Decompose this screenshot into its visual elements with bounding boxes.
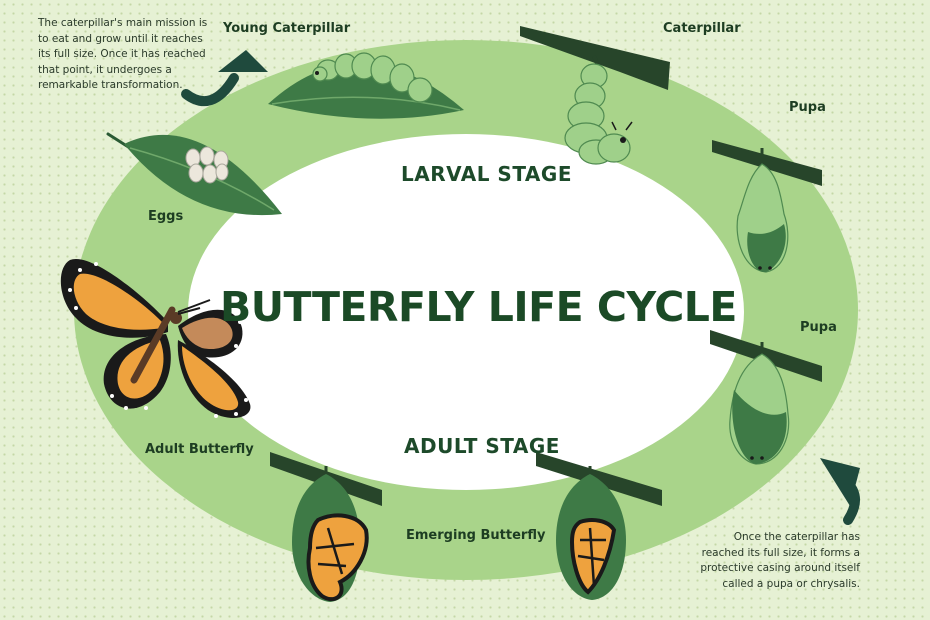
note-line: remarkable transformation. xyxy=(38,79,183,91)
note-line: reached its full size, it forms a xyxy=(701,546,860,559)
monarch-butterfly-icon xyxy=(60,258,251,418)
label-eggs: Eggs xyxy=(148,209,184,224)
caterpillar-icon xyxy=(520,26,670,165)
note-line: its full size. Once it has reached xyxy=(38,48,206,60)
label-young-caterpillar: Young Caterpillar xyxy=(223,21,351,36)
note-line: to eat and grow until it reaches xyxy=(38,32,203,45)
pupa-icon-1 xyxy=(712,140,822,273)
stage-larval: LARVAL STAGE xyxy=(401,162,572,186)
note-line: protective casing around itself xyxy=(700,562,860,574)
emerging-chrysalis-icon xyxy=(536,452,662,600)
young-caterpillar-icon xyxy=(268,52,464,119)
cycle-center xyxy=(188,134,744,490)
bottom-right-note: Once the caterpillar has reached its ful… xyxy=(700,530,860,592)
stage-adult: ADULT STAGE xyxy=(404,434,560,458)
curved-arrow-bottom-icon xyxy=(820,458,861,525)
note-line: Once the caterpillar has xyxy=(733,531,860,543)
label-adult-butterfly: Adult Butterfly xyxy=(145,442,254,457)
note-line: called a pupa or chrysalis. xyxy=(722,577,860,590)
note-line: The caterpillar's main mission is xyxy=(38,17,208,29)
page-title: BUTTERFLY LIFE CYCLE xyxy=(220,283,737,331)
emerging-butterfly-icon xyxy=(270,452,382,602)
note-line: that point, it undergoes a xyxy=(38,63,172,76)
label-caterpillar: Caterpillar xyxy=(663,21,741,36)
label-pupa-2: Pupa xyxy=(800,320,837,335)
label-emerging-butterfly: Emerging Butterfly xyxy=(406,528,546,543)
top-left-note: The caterpillar's main mission is to eat… xyxy=(38,16,207,94)
pupa-icon-2 xyxy=(710,330,822,465)
eggs-leaf-icon xyxy=(106,132,282,216)
curved-arrow-top-icon xyxy=(181,50,268,107)
label-pupa-1: Pupa xyxy=(789,100,826,115)
egg-cluster xyxy=(185,146,229,184)
